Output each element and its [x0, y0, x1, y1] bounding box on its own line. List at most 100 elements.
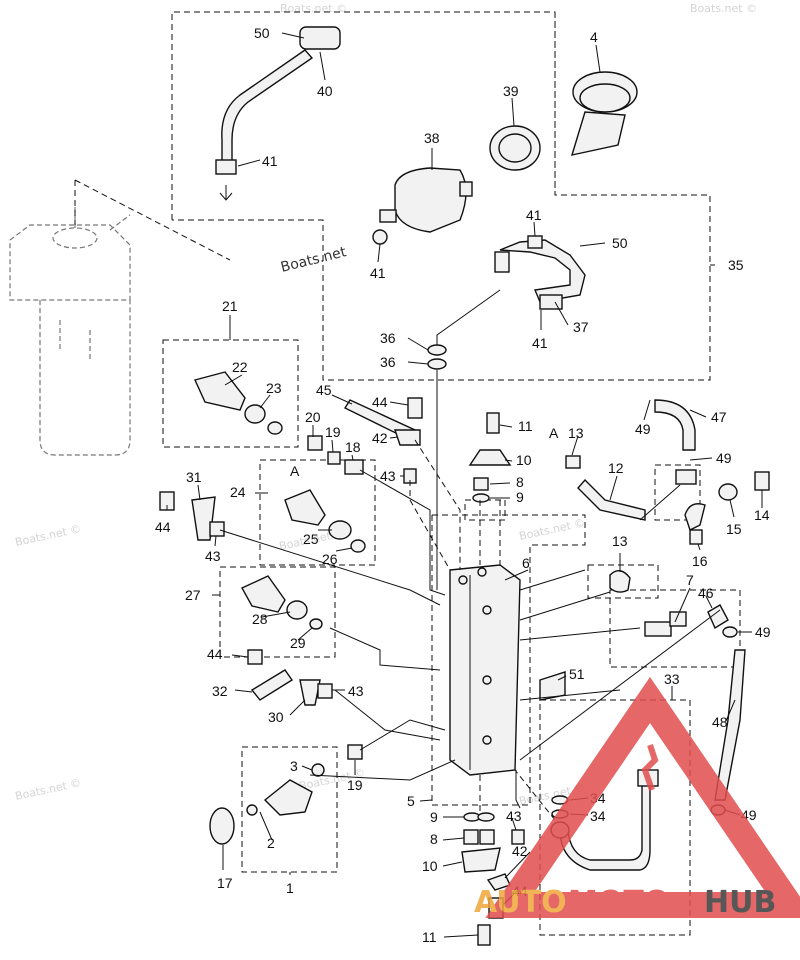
oring-2	[246, 804, 258, 816]
callout-49: 49	[716, 450, 732, 466]
fitting-46	[669, 611, 687, 627]
oring-28	[286, 600, 308, 620]
hose-47	[654, 399, 696, 451]
callout-1: 1	[286, 880, 294, 896]
callout-48: 48	[712, 714, 728, 730]
callout-6: 6	[522, 555, 530, 571]
callout-19: 19	[325, 424, 341, 440]
callout-4: 4	[590, 29, 598, 45]
logo-automotohub: AUTO MOTO HUB	[474, 676, 800, 920]
rail-port	[482, 675, 492, 685]
callout-31: 31	[186, 469, 202, 485]
callout-29: 29	[290, 635, 306, 651]
grommet-39-inner	[498, 133, 532, 163]
callout-36: 36	[380, 354, 396, 370]
hose-elbow	[221, 49, 314, 166]
callout-33: 33	[664, 671, 680, 687]
callout-39: 39	[503, 83, 519, 99]
callout-23: 23	[266, 380, 282, 396]
leader-dashed	[74, 179, 231, 261]
callout-50: 50	[254, 25, 270, 41]
oring-26	[350, 539, 366, 553]
callout-43: 43	[348, 683, 364, 699]
clamp-41-top	[215, 159, 237, 175]
fitting-18	[344, 459, 364, 475]
grommet-43	[209, 521, 225, 537]
rail-port	[482, 735, 492, 745]
seal-8-bottom	[463, 829, 479, 845]
flow-arrow-icon	[219, 185, 233, 201]
callout-45: 45	[316, 382, 332, 398]
bolt-14	[754, 471, 770, 491]
callout-19: 19	[347, 777, 363, 793]
washer-15	[718, 483, 738, 501]
fitting-hose	[494, 251, 510, 273]
logo-text-hub: HUB	[704, 885, 776, 920]
callout-A: A	[549, 425, 559, 441]
callout-26: 26	[322, 551, 338, 567]
bolt-44-mid	[247, 649, 263, 665]
callout-32: 32	[212, 683, 228, 699]
washer-36	[427, 358, 447, 370]
callout-24: 24	[230, 484, 246, 500]
box-5	[431, 514, 586, 806]
plate-10-bottom	[461, 847, 501, 873]
box-33	[539, 699, 691, 936]
clamp-41	[372, 229, 388, 245]
logo-triangle-icon	[485, 676, 800, 918]
callout-13: 13	[612, 533, 628, 549]
seal-19	[327, 451, 341, 465]
bracket-4-inner	[579, 83, 631, 113]
callout-8: 8	[430, 831, 438, 847]
fitting-40	[299, 26, 341, 50]
regulator-22	[194, 371, 246, 411]
elbow-46	[707, 604, 729, 630]
clamp-49	[722, 626, 738, 638]
box-27	[219, 566, 336, 658]
box-21	[162, 339, 299, 448]
callout-15: 15	[726, 521, 742, 537]
callout-49: 49	[755, 624, 771, 640]
clip-42	[394, 429, 421, 446]
callout-18: 18	[345, 439, 361, 455]
clamp-41-hose	[527, 235, 543, 249]
callout-14: 14	[754, 507, 770, 523]
logo-text-auto: AUTO	[474, 885, 567, 920]
oring-23	[244, 404, 266, 424]
bracket-30	[299, 679, 321, 706]
watermark-text: Boats.net ©	[14, 776, 82, 803]
callout-11: 11	[422, 929, 437, 945]
fuel-filter-38	[394, 167, 467, 233]
callout-41: 41	[370, 265, 386, 281]
cap-13-b	[609, 570, 631, 593]
injector-2	[263, 779, 313, 816]
bracket-4-tab	[570, 111, 626, 156]
box-fuel-filter-assembly-35	[171, 11, 711, 381]
terminal-16-end	[689, 529, 703, 545]
box-46	[609, 589, 741, 668]
logo-flame-icon	[641, 744, 659, 791]
callout-51: 51	[569, 666, 585, 682]
callout-20: 20	[305, 409, 321, 425]
callout-17: 17	[217, 875, 233, 891]
callout-25: 25	[303, 531, 319, 547]
rail-port	[458, 575, 468, 585]
clamp-41-hose-b	[539, 294, 563, 310]
callout-38: 38	[424, 130, 440, 146]
callout-43: 43	[205, 548, 221, 564]
hose-35	[499, 239, 586, 303]
fuel-filter-port	[379, 209, 397, 223]
regulator-27	[241, 575, 286, 613]
callout-16: 16	[692, 553, 708, 569]
callout-3: 3	[290, 758, 298, 774]
callout-36: 36	[380, 330, 396, 346]
oring-9-top	[472, 493, 490, 503]
callout-50: 50	[612, 235, 628, 251]
plate-10-top	[468, 449, 512, 466]
bracket-31	[191, 496, 216, 541]
spacer-43-bottom	[511, 829, 525, 845]
callout-8: 8	[516, 474, 524, 490]
callout-46: 46	[698, 585, 714, 601]
callout-41: 41	[262, 153, 278, 169]
